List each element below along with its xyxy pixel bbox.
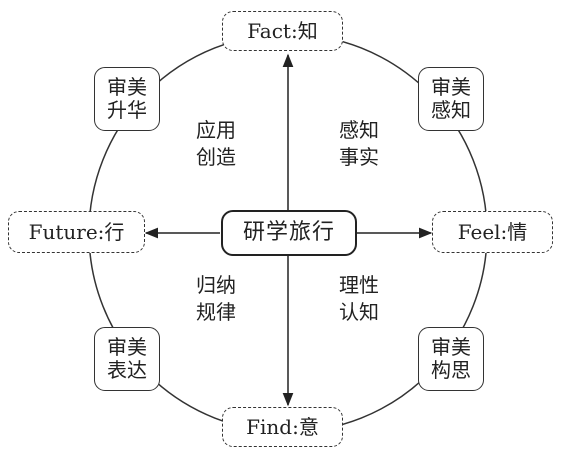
corner-bottom-left-line2: 表达 xyxy=(107,358,147,382)
center-node: 研学旅行 xyxy=(221,210,357,256)
corner-bottom-right-line2: 构思 xyxy=(431,358,471,382)
node-feel-label: Feel:情 xyxy=(457,219,528,244)
node-fact-label: Fact:知 xyxy=(247,18,318,43)
center-label: 研学旅行 xyxy=(242,220,335,246)
quadrant-bottom-left: 归纳 规律 xyxy=(196,272,236,326)
node-find-label: Find:意 xyxy=(246,414,319,439)
corner-bottom-left: 审美 表达 xyxy=(94,327,160,391)
node-fact: Fact:知 xyxy=(222,11,343,51)
corner-top-left-line2: 升华 xyxy=(107,98,147,122)
quadrant-bottom-right-line1: 理性 xyxy=(339,273,379,297)
quadrant-top-right: 感知 事实 xyxy=(339,117,379,171)
quadrant-top-left-line2: 创造 xyxy=(196,145,236,169)
quadrant-top-left: 应用 创造 xyxy=(196,117,236,171)
corner-bottom-left-line1: 审美 xyxy=(107,335,147,359)
quadrant-bottom-right-line2: 认知 xyxy=(339,300,379,324)
corner-bottom-right: 审美 构思 xyxy=(418,327,484,391)
quadrant-top-right-line2: 事实 xyxy=(339,145,379,169)
corner-top-left: 审美 升华 xyxy=(94,67,160,131)
quadrant-bottom-left-line2: 规律 xyxy=(196,300,236,324)
quadrant-bottom-left-line1: 归纳 xyxy=(196,273,236,297)
quadrant-top-left-line1: 应用 xyxy=(196,118,236,142)
node-find: Find:意 xyxy=(222,407,343,447)
node-future-label: Future:行 xyxy=(28,219,125,244)
corner-top-left-line1: 审美 xyxy=(107,75,147,99)
corner-bottom-right-line1: 审美 xyxy=(431,335,471,359)
corner-top-right-line1: 审美 xyxy=(431,75,471,99)
quadrant-top-right-line1: 感知 xyxy=(339,118,379,142)
quadrant-bottom-right: 理性 认知 xyxy=(339,272,379,326)
node-feel: Feel:情 xyxy=(432,211,553,253)
corner-top-right: 审美 感知 xyxy=(418,67,484,131)
corner-top-right-line2: 感知 xyxy=(431,98,471,122)
node-future: Future:行 xyxy=(8,211,145,253)
